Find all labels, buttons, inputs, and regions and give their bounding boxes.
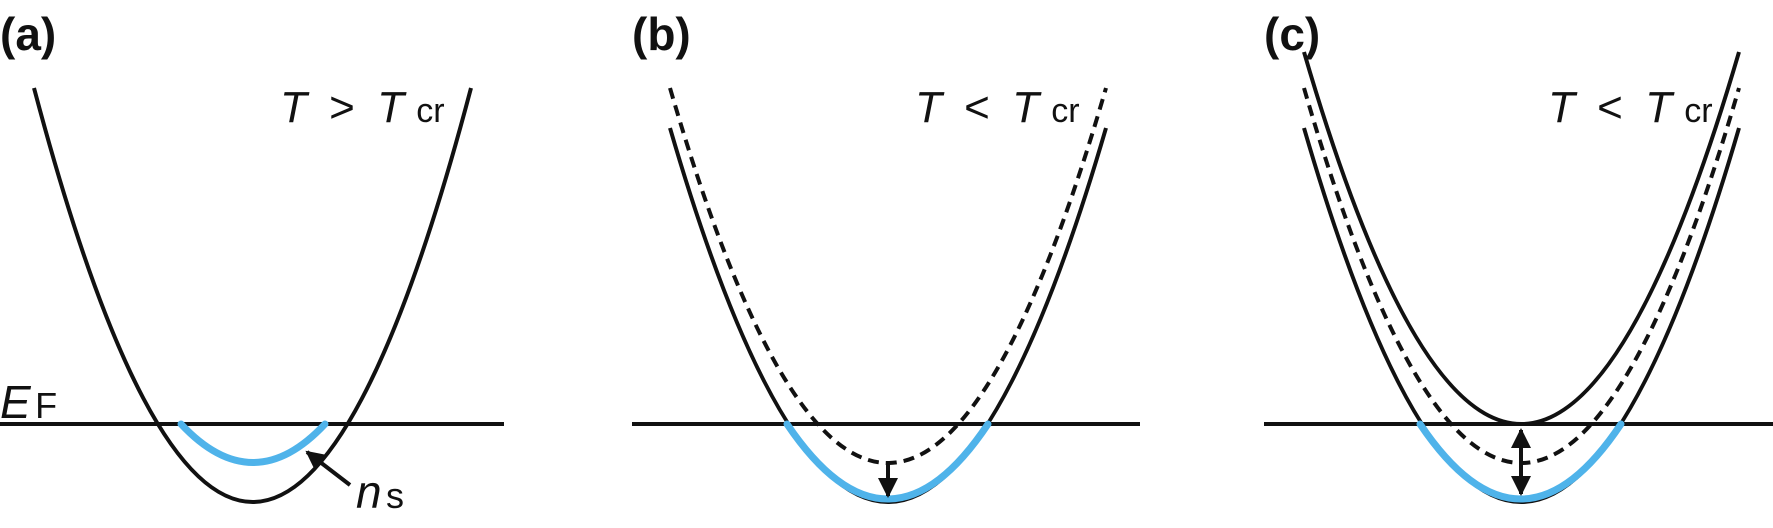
panel-a-condition: T > T cr: [280, 83, 445, 132]
panel-b-shifted-band: [668, 127, 1108, 504]
panel-a-label: (a): [0, 8, 56, 60]
panel-c-op: <: [1597, 83, 1623, 132]
panel-b-original-band-dashed: [668, 87, 1108, 465]
panel-c-occupied-states: [1416, 420, 1625, 503]
carrier-density-sub: s: [386, 475, 404, 516]
panel-c-upper-band: [1302, 51, 1741, 426]
panel-c-var: T: [1548, 83, 1578, 132]
panel-b: (b) T < T cr: [632, 8, 1140, 504]
panel-a-op: >: [329, 83, 355, 132]
panel-c: (c) T < T cr: [1264, 8, 1773, 504]
fermi-level-main: E: [0, 376, 32, 428]
panel-c-ref-sub: cr: [1684, 92, 1712, 130]
panel-b-op: <: [964, 83, 990, 132]
panel-b-ref-sub: cr: [1051, 92, 1079, 130]
panel-a-ref: T: [377, 83, 407, 132]
panel-c-label: (c): [1264, 8, 1320, 60]
carrier-density-main: n: [356, 466, 382, 518]
panel-b-occupied-states: [783, 420, 992, 503]
panel-a: (a) T > T cr E F n s: [0, 8, 504, 518]
panel-c-original-band-dashed: [1302, 87, 1741, 465]
panel-b-var: T: [915, 83, 945, 132]
panel-b-label: (b): [632, 8, 691, 60]
panel-a-band-curve: [32, 87, 473, 504]
panel-a-var: T: [280, 83, 310, 132]
carrier-density-arrow: [305, 450, 352, 487]
carrier-density-label: n s: [356, 466, 404, 518]
panel-a-ref-sub: cr: [416, 92, 444, 130]
panel-a-occupied-states: [177, 420, 329, 466]
fermi-level-sub: F: [35, 385, 57, 426]
panel-b-condition: T < T cr: [915, 83, 1080, 132]
fermi-level-label: E F: [0, 376, 57, 428]
panel-c-ref: T: [1645, 83, 1675, 132]
panel-b-ref: T: [1012, 83, 1042, 132]
panel-c-condition: T < T cr: [1548, 83, 1713, 132]
